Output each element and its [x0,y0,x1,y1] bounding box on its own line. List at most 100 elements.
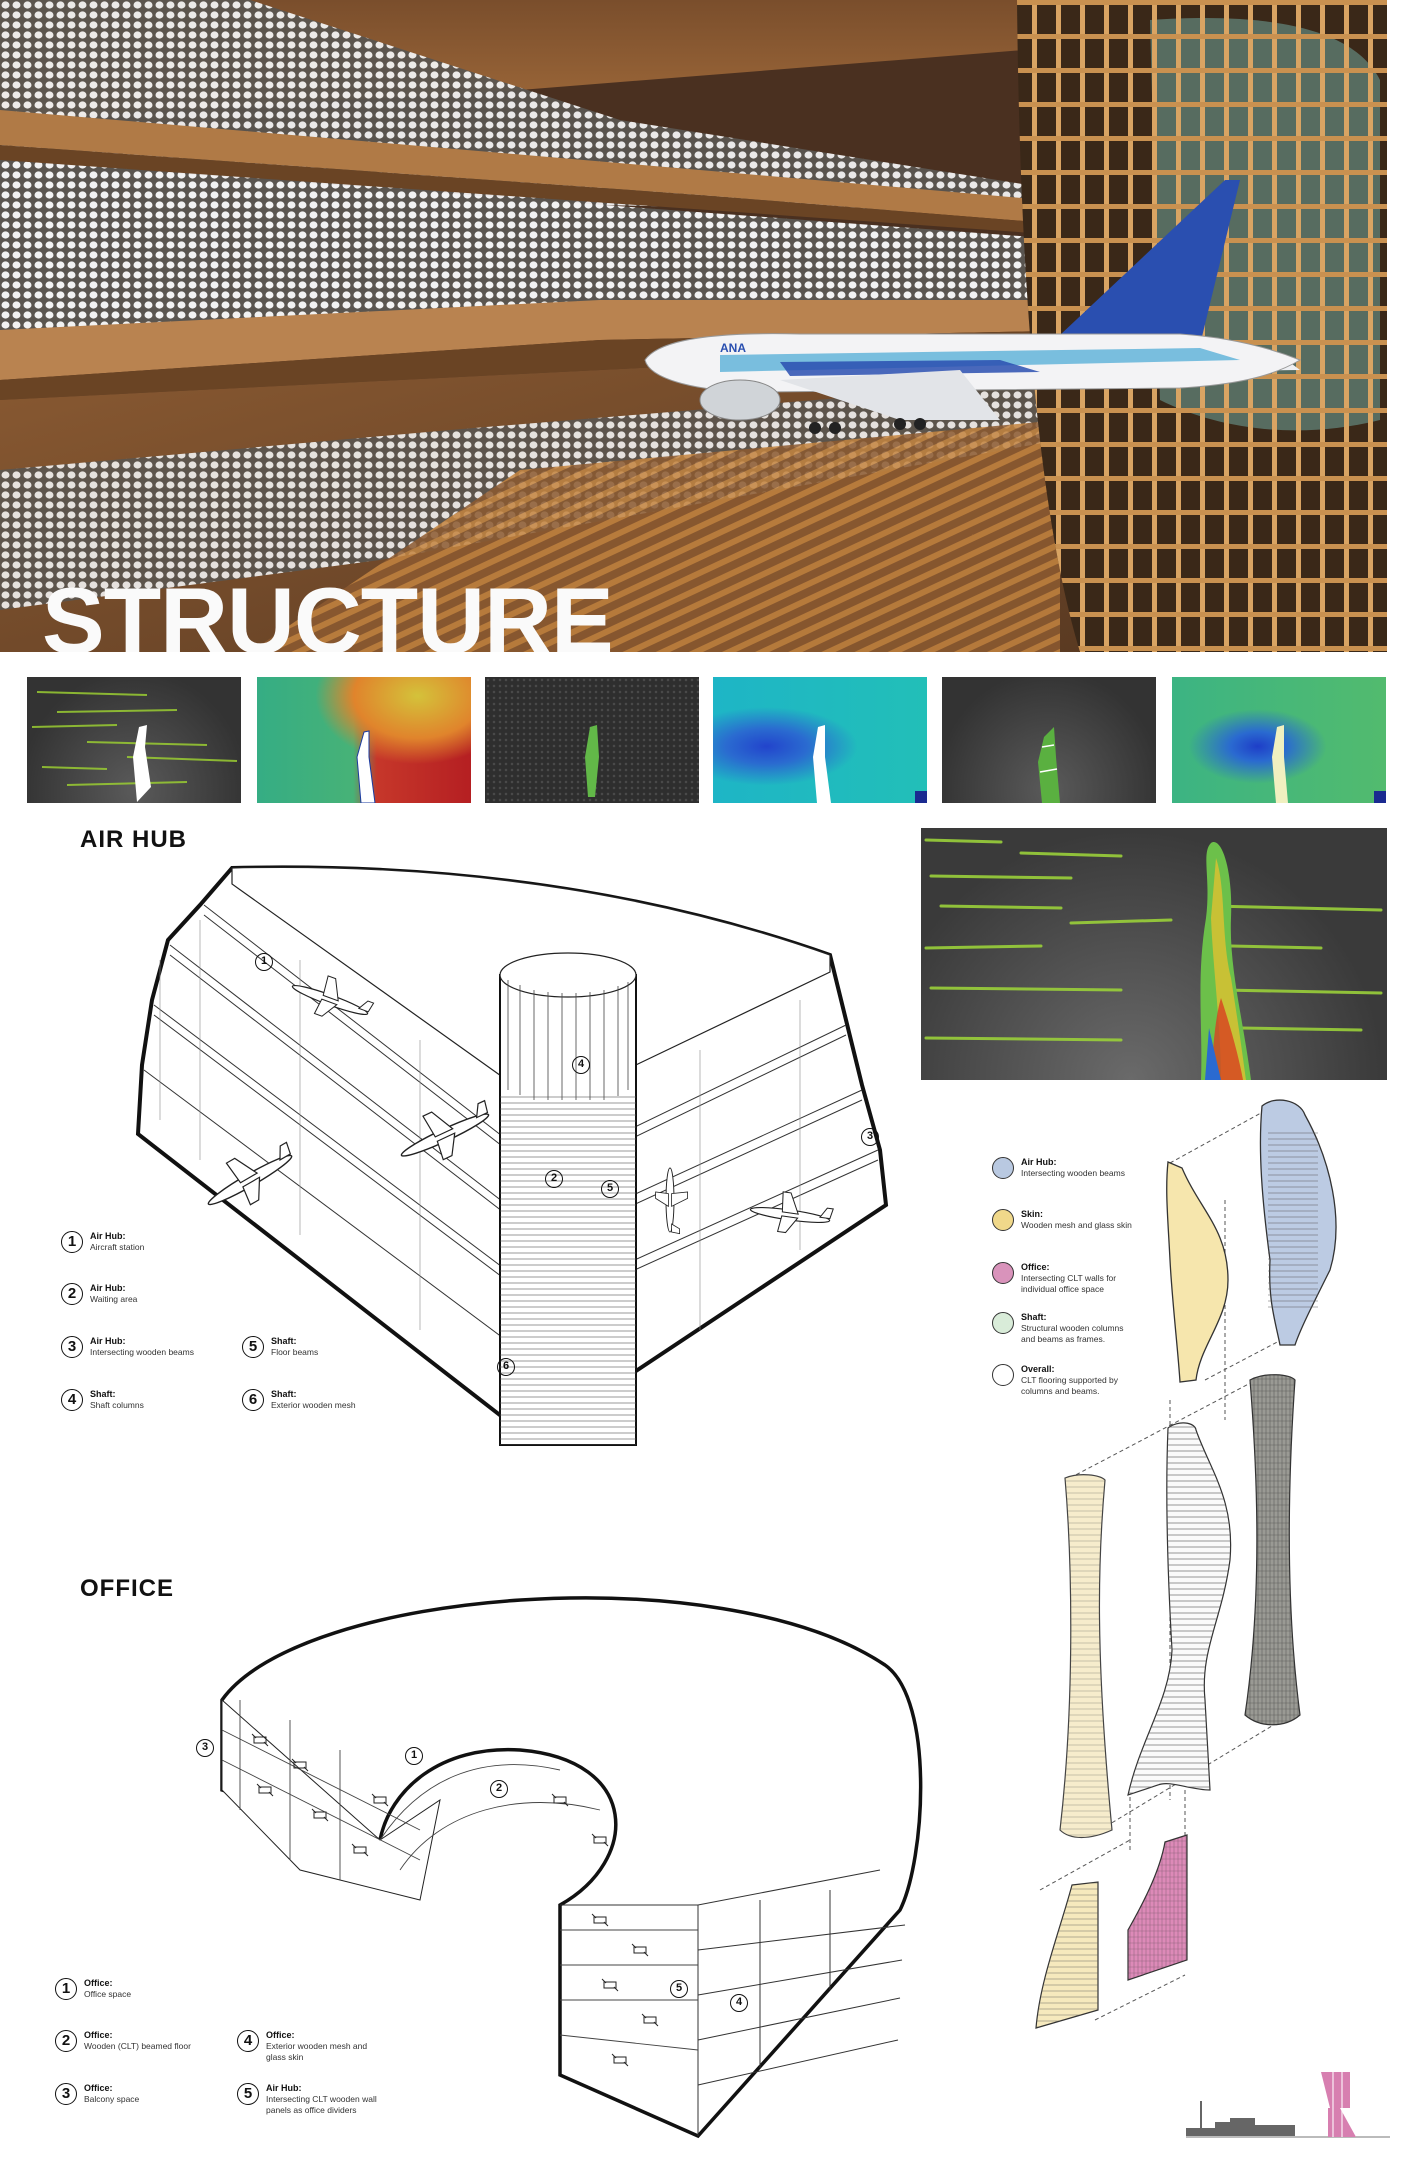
number-badge: 6 [242,1389,264,1411]
number-badge: 4 [61,1389,83,1411]
air-hub-callout-6: 6 [497,1358,515,1376]
air-hub-legend-item: 4 Shaft:Shaft columns [61,1389,220,1411]
legend-title: Air Hub: [90,1283,126,1293]
air-hub-callout-2: 2 [545,1170,563,1188]
component-legend-item: Overall:CLT flooring supported by column… [992,1364,1126,1397]
number-badge: 5 [237,2083,259,2105]
color-swatch [992,1157,1014,1179]
air-hub-axonometric [135,865,889,1446]
office-heading: OFFICE [80,1575,174,1602]
legend-desc: Office space [84,1989,132,1999]
color-swatch [992,1209,1014,1231]
legend-desc: Balcony space [84,2094,140,2104]
office-callout-3: 3 [196,1739,214,1757]
air-hub-callout-4: 4 [572,1056,590,1074]
legend-title: Shaft: [1021,1312,1047,1322]
office-legend-item: 3 Office:Balcony space [55,2083,214,2105]
exploded-components [1035,1099,1337,2029]
legend-desc: Aircraft station [90,1242,145,1252]
color-swatch [992,1364,1014,1386]
office-legend-item: 5 Air Hub:Intersecting CLT wooden wall pa… [237,2083,386,2116]
number-badge: 2 [61,1283,83,1305]
legend-title: Air Hub: [90,1336,126,1346]
number-badge: 1 [55,1978,77,2000]
office-callout-4: 4 [730,1994,748,2012]
legend-desc: Intersecting CLT wooden wall panels as o… [266,2094,377,2115]
legend-desc: CLT flooring supported by columns and be… [1021,1375,1119,1396]
office-legend-item: 4 Office:Exterior wooden mesh and glass s… [237,2030,381,2063]
office-legend-item: 2 Office:Wooden (CLT) beamed floor [55,2030,214,2052]
component-legend-item: Shaft:Structural wooden columns and beam… [992,1312,1131,1345]
tall-skin-component [1059,1474,1113,1839]
legend-desc: Intersecting wooden beams [90,1347,194,1357]
legend-desc: Waiting area [90,1294,138,1304]
simulation-thumbnail-velocity [713,677,927,803]
wind-simulation-render [921,828,1387,1080]
legend-title: Shaft: [271,1389,297,1399]
simulation-thumbnail-mesh [485,677,699,803]
legend-title: Office: [1021,1262,1050,1272]
office-callout-2: 2 [490,1780,508,1798]
legend-desc: Floor beams [271,1347,319,1357]
office-callout-1: 1 [405,1747,423,1765]
legend-title: Office: [84,2030,113,2040]
color-swatch [992,1312,1014,1334]
component-legend-item: Air Hub:Intersecting wooden beams [992,1157,1136,1179]
airline-logo: ANA [720,341,746,355]
legend-title: Overall: [1021,1364,1055,1374]
number-badge: 3 [61,1336,83,1358]
legend-title: Office: [84,1978,113,1988]
skin-lower-component [1035,1881,1099,2029]
legend-title: Shaft: [90,1389,116,1399]
legend-desc: Intersecting wooden beams [1021,1168,1125,1178]
air-hub-callout-5: 5 [601,1180,619,1198]
legend-desc: Intersecting CLT walls for individual of… [1021,1273,1117,1294]
shaft-component [1244,1374,1301,1726]
legend-desc: Shaft columns [90,1400,144,1410]
air-hub-heading: AIR HUB [80,826,187,853]
office-floors-component [1127,1422,1232,1796]
office-callout-5: 5 [670,1980,688,1998]
legend-desc: Wooden mesh and glass skin [1021,1220,1132,1230]
hero-render: ANA STRUCTURE [0,0,1387,652]
legend-desc: Wooden (CLT) beamed floor [84,2041,191,2051]
skyline-logo [1186,2072,1390,2138]
number-badge: 3 [55,2083,77,2105]
legend-title: Air Hub: [266,2083,302,2093]
air-hub-legend-item: 5 Shaft:Floor beams [242,1336,401,1358]
simulation-thumbnail-surface-streamlines [942,677,1156,803]
simulation-thumbnail-wake [1172,677,1386,803]
legend-title: Air Hub: [90,1231,126,1241]
air-hub-beams-component [1259,1099,1337,1346]
component-legend-item: Skin:Wooden mesh and glass skin [992,1209,1136,1231]
legend-title: Office: [266,2030,295,2040]
air-hub-legend-item: 6 Shaft:Exterior wooden mesh [242,1389,401,1411]
office-walls-component [1127,1834,1188,1981]
legend-desc: Structural wooden columns and beams as f… [1021,1323,1124,1344]
page-title: STRUCTURE [42,568,614,653]
number-badge: 5 [242,1336,264,1358]
color-swatch [992,1262,1014,1284]
legend-desc: Exterior wooden mesh [271,1400,356,1410]
air-hub-legend-item: 1 Air Hub:Aircraft station [61,1231,220,1253]
skin-component [1166,1161,1229,1383]
legend-title: Shaft: [271,1336,297,1346]
number-badge: 4 [237,2030,259,2052]
air-hub-callout-1: 1 [255,953,273,971]
legend-title: Air Hub: [1021,1157,1057,1167]
air-hub-legend-item: 3 Air Hub:Intersecting wooden beams [61,1336,220,1358]
legend-title: Skin: [1021,1209,1044,1219]
number-badge: 1 [61,1231,83,1253]
number-badge: 2 [55,2030,77,2052]
simulation-thumbnail-pressure [257,677,471,803]
legend-desc: Exterior wooden mesh and glass skin [266,2041,368,2062]
hero-image: ANA [0,0,1387,652]
office-legend-item: 1 Office:Office space [55,1978,214,2000]
airplane-render: ANA [644,180,1302,434]
component-legend-item: Office:Intersecting CLT walls for indivi… [992,1262,1126,1295]
air-hub-callout-3: 3 [861,1128,879,1146]
simulation-thumbnail-streamlines [27,677,241,803]
legend-title: Office: [84,2083,113,2093]
air-hub-legend-item: 2 Air Hub:Waiting area [61,1283,220,1305]
